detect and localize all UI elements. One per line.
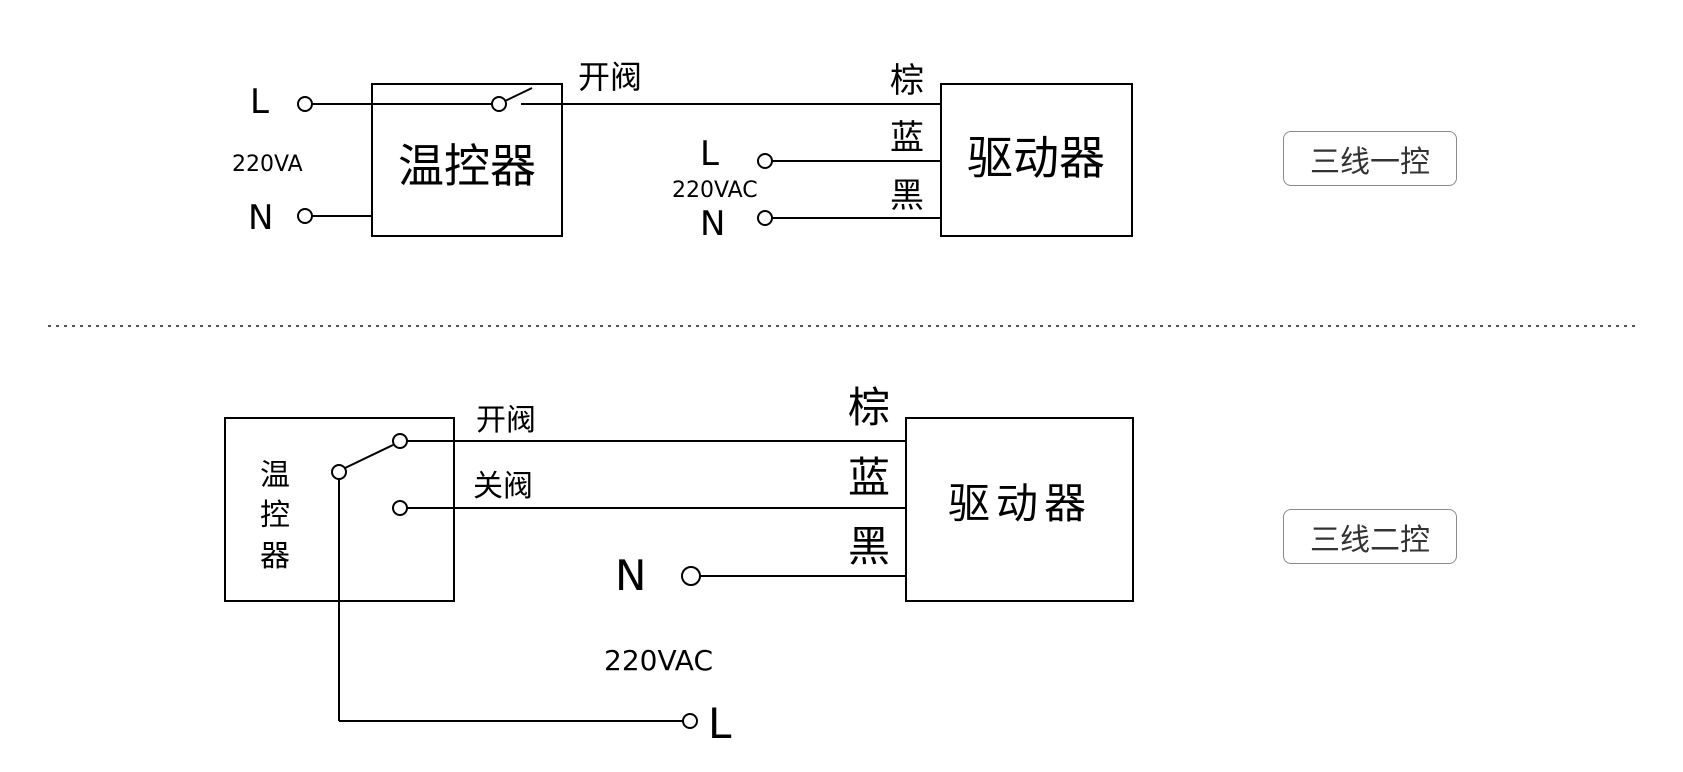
bottom-N-terminal bbox=[681, 566, 701, 586]
top-brown-label: 棕 bbox=[890, 61, 924, 101]
bottom-thermostat-char-1: 温 bbox=[260, 458, 290, 493]
bottom-brown-label: 棕 bbox=[848, 383, 890, 432]
bottom-voltage-label: 220VAC bbox=[604, 644, 713, 677]
bottom-close-valve-label: 关阀 bbox=[473, 469, 533, 504]
bottom-switch-pivot bbox=[331, 464, 347, 480]
top-switch-blade bbox=[504, 87, 533, 102]
top-mode-badge: 三线一控 bbox=[1283, 131, 1457, 186]
top-thermostat-label: 温控器 bbox=[398, 139, 536, 193]
bottom-blue-label: 蓝 bbox=[848, 453, 890, 502]
bottom-open-contact bbox=[392, 433, 408, 449]
bottom-driver-label: 驱动器 bbox=[948, 479, 1092, 528]
bottom-driver-box bbox=[905, 417, 1134, 602]
bottom-thermostat-char-2: 控 bbox=[260, 498, 290, 533]
top-black-label: 黑 bbox=[890, 176, 924, 216]
top-diagram bbox=[297, 83, 1133, 237]
bottom-open-valve-label: 开阀 bbox=[476, 403, 536, 438]
bottom-switch-blade bbox=[344, 444, 394, 469]
bottom-close-contact bbox=[392, 500, 408, 516]
top-N-label: N bbox=[248, 198, 273, 238]
bottom-N-label: N bbox=[615, 551, 646, 600]
top-blue-label: 蓝 bbox=[890, 118, 924, 158]
top-driver-L-terminal bbox=[757, 153, 773, 169]
top-labels: L 220VA N 温控器 开阀 棕 蓝 黑 驱动器 L 220VAC N bbox=[232, 58, 1105, 244]
top-L-label: L bbox=[250, 82, 269, 122]
top-driver-label: 驱动器 bbox=[967, 131, 1105, 185]
bottom-L-terminal bbox=[682, 713, 698, 729]
top-open-valve-label: 开阀 bbox=[578, 58, 642, 96]
bottom-labels: 温 控 器 开阀 关阀 棕 蓝 黑 驱动器 N 220VAC L bbox=[260, 383, 1092, 748]
top-voltage-label: 220VA bbox=[232, 152, 303, 177]
bottom-L-label: L bbox=[708, 699, 732, 748]
top-N-terminal bbox=[297, 208, 313, 224]
top-driver-N-terminal bbox=[757, 210, 773, 226]
bottom-mode-badge: 三线二控 bbox=[1283, 509, 1457, 564]
bottom-thermostat-char-3: 器 bbox=[260, 539, 290, 574]
bottom-diagram bbox=[224, 417, 1134, 729]
top-switch-pivot bbox=[491, 96, 507, 112]
top-driver-L-label: L bbox=[700, 134, 719, 174]
top-thermostat-box bbox=[371, 83, 563, 237]
bottom-black-label: 黑 bbox=[848, 522, 890, 571]
top-voltage2-label: 220VAC bbox=[672, 178, 758, 203]
top-driver-N-label: N bbox=[700, 204, 725, 244]
top-L-terminal bbox=[297, 96, 313, 112]
